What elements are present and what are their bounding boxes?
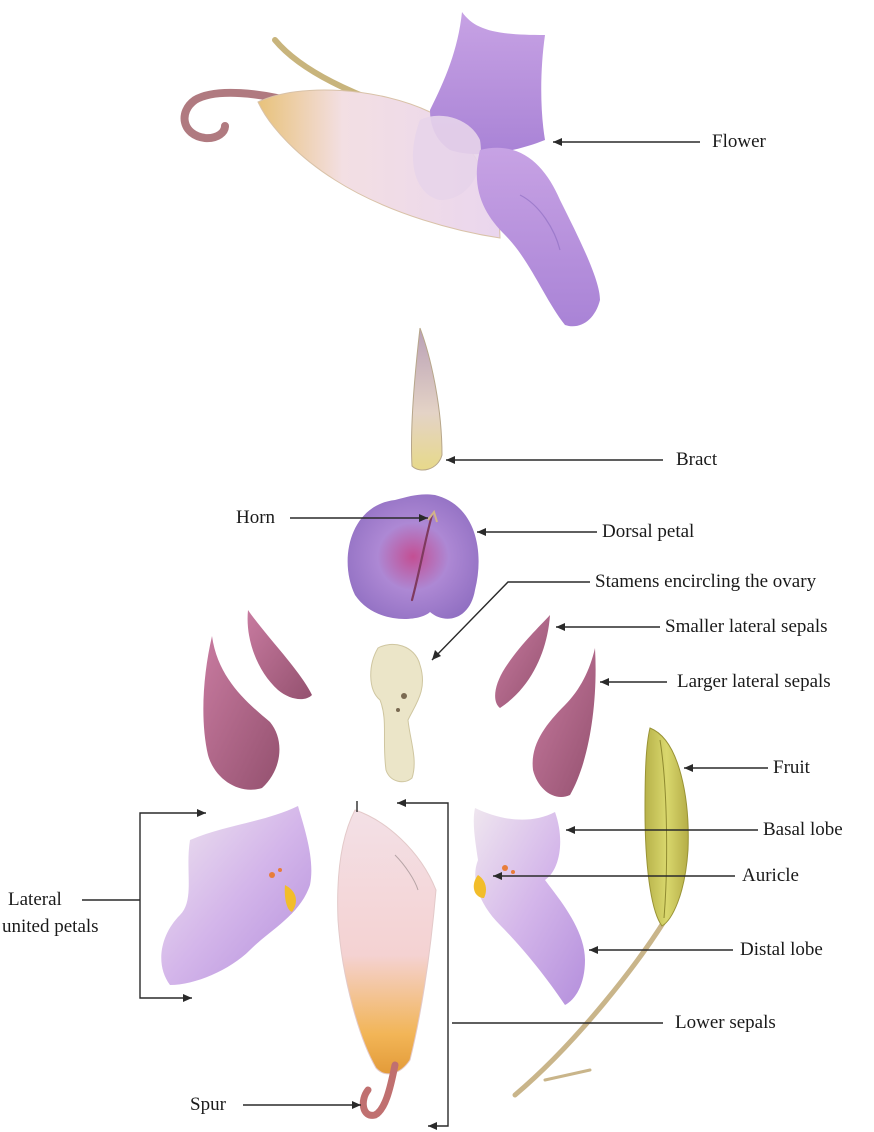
- lateral-united-petals-right: [474, 808, 585, 1005]
- flower-specimen: [185, 12, 600, 326]
- stamens-specimen: [371, 644, 423, 781]
- label-dorsal-petal: Dorsal petal: [602, 521, 694, 543]
- lateral-united-petals-left: [161, 806, 311, 985]
- lower-sepals-specimen: [338, 810, 436, 1115]
- label-flower: Flower: [712, 131, 766, 153]
- label-lateral-united-petals-line2: united petals: [2, 916, 99, 938]
- label-larger-lateral-sepals: Larger lateral sepals: [677, 671, 831, 693]
- label-stamens: Stamens encircling the ovary: [595, 571, 816, 593]
- dorsal-petal-specimen: [348, 494, 479, 619]
- label-distal-lobe: Distal lobe: [740, 939, 823, 961]
- label-lateral-united-petals-line1: Lateral: [8, 889, 62, 911]
- label-smaller-lateral-sepals: Smaller lateral sepals: [665, 616, 828, 638]
- label-spur: Spur: [190, 1094, 226, 1116]
- smaller-lateral-sepal-right: [495, 615, 550, 708]
- label-lower-sepals: Lower sepals: [675, 1012, 776, 1034]
- label-horn: Horn: [236, 507, 275, 529]
- label-basal-lobe: Basal lobe: [763, 819, 843, 841]
- label-bract: Bract: [676, 449, 717, 471]
- larger-lateral-sepal-right: [533, 648, 596, 797]
- label-auricle: Auricle: [742, 865, 799, 887]
- label-fruit: Fruit: [773, 757, 810, 779]
- bract-specimen: [411, 328, 442, 470]
- smaller-lateral-sepal-left: [248, 610, 312, 699]
